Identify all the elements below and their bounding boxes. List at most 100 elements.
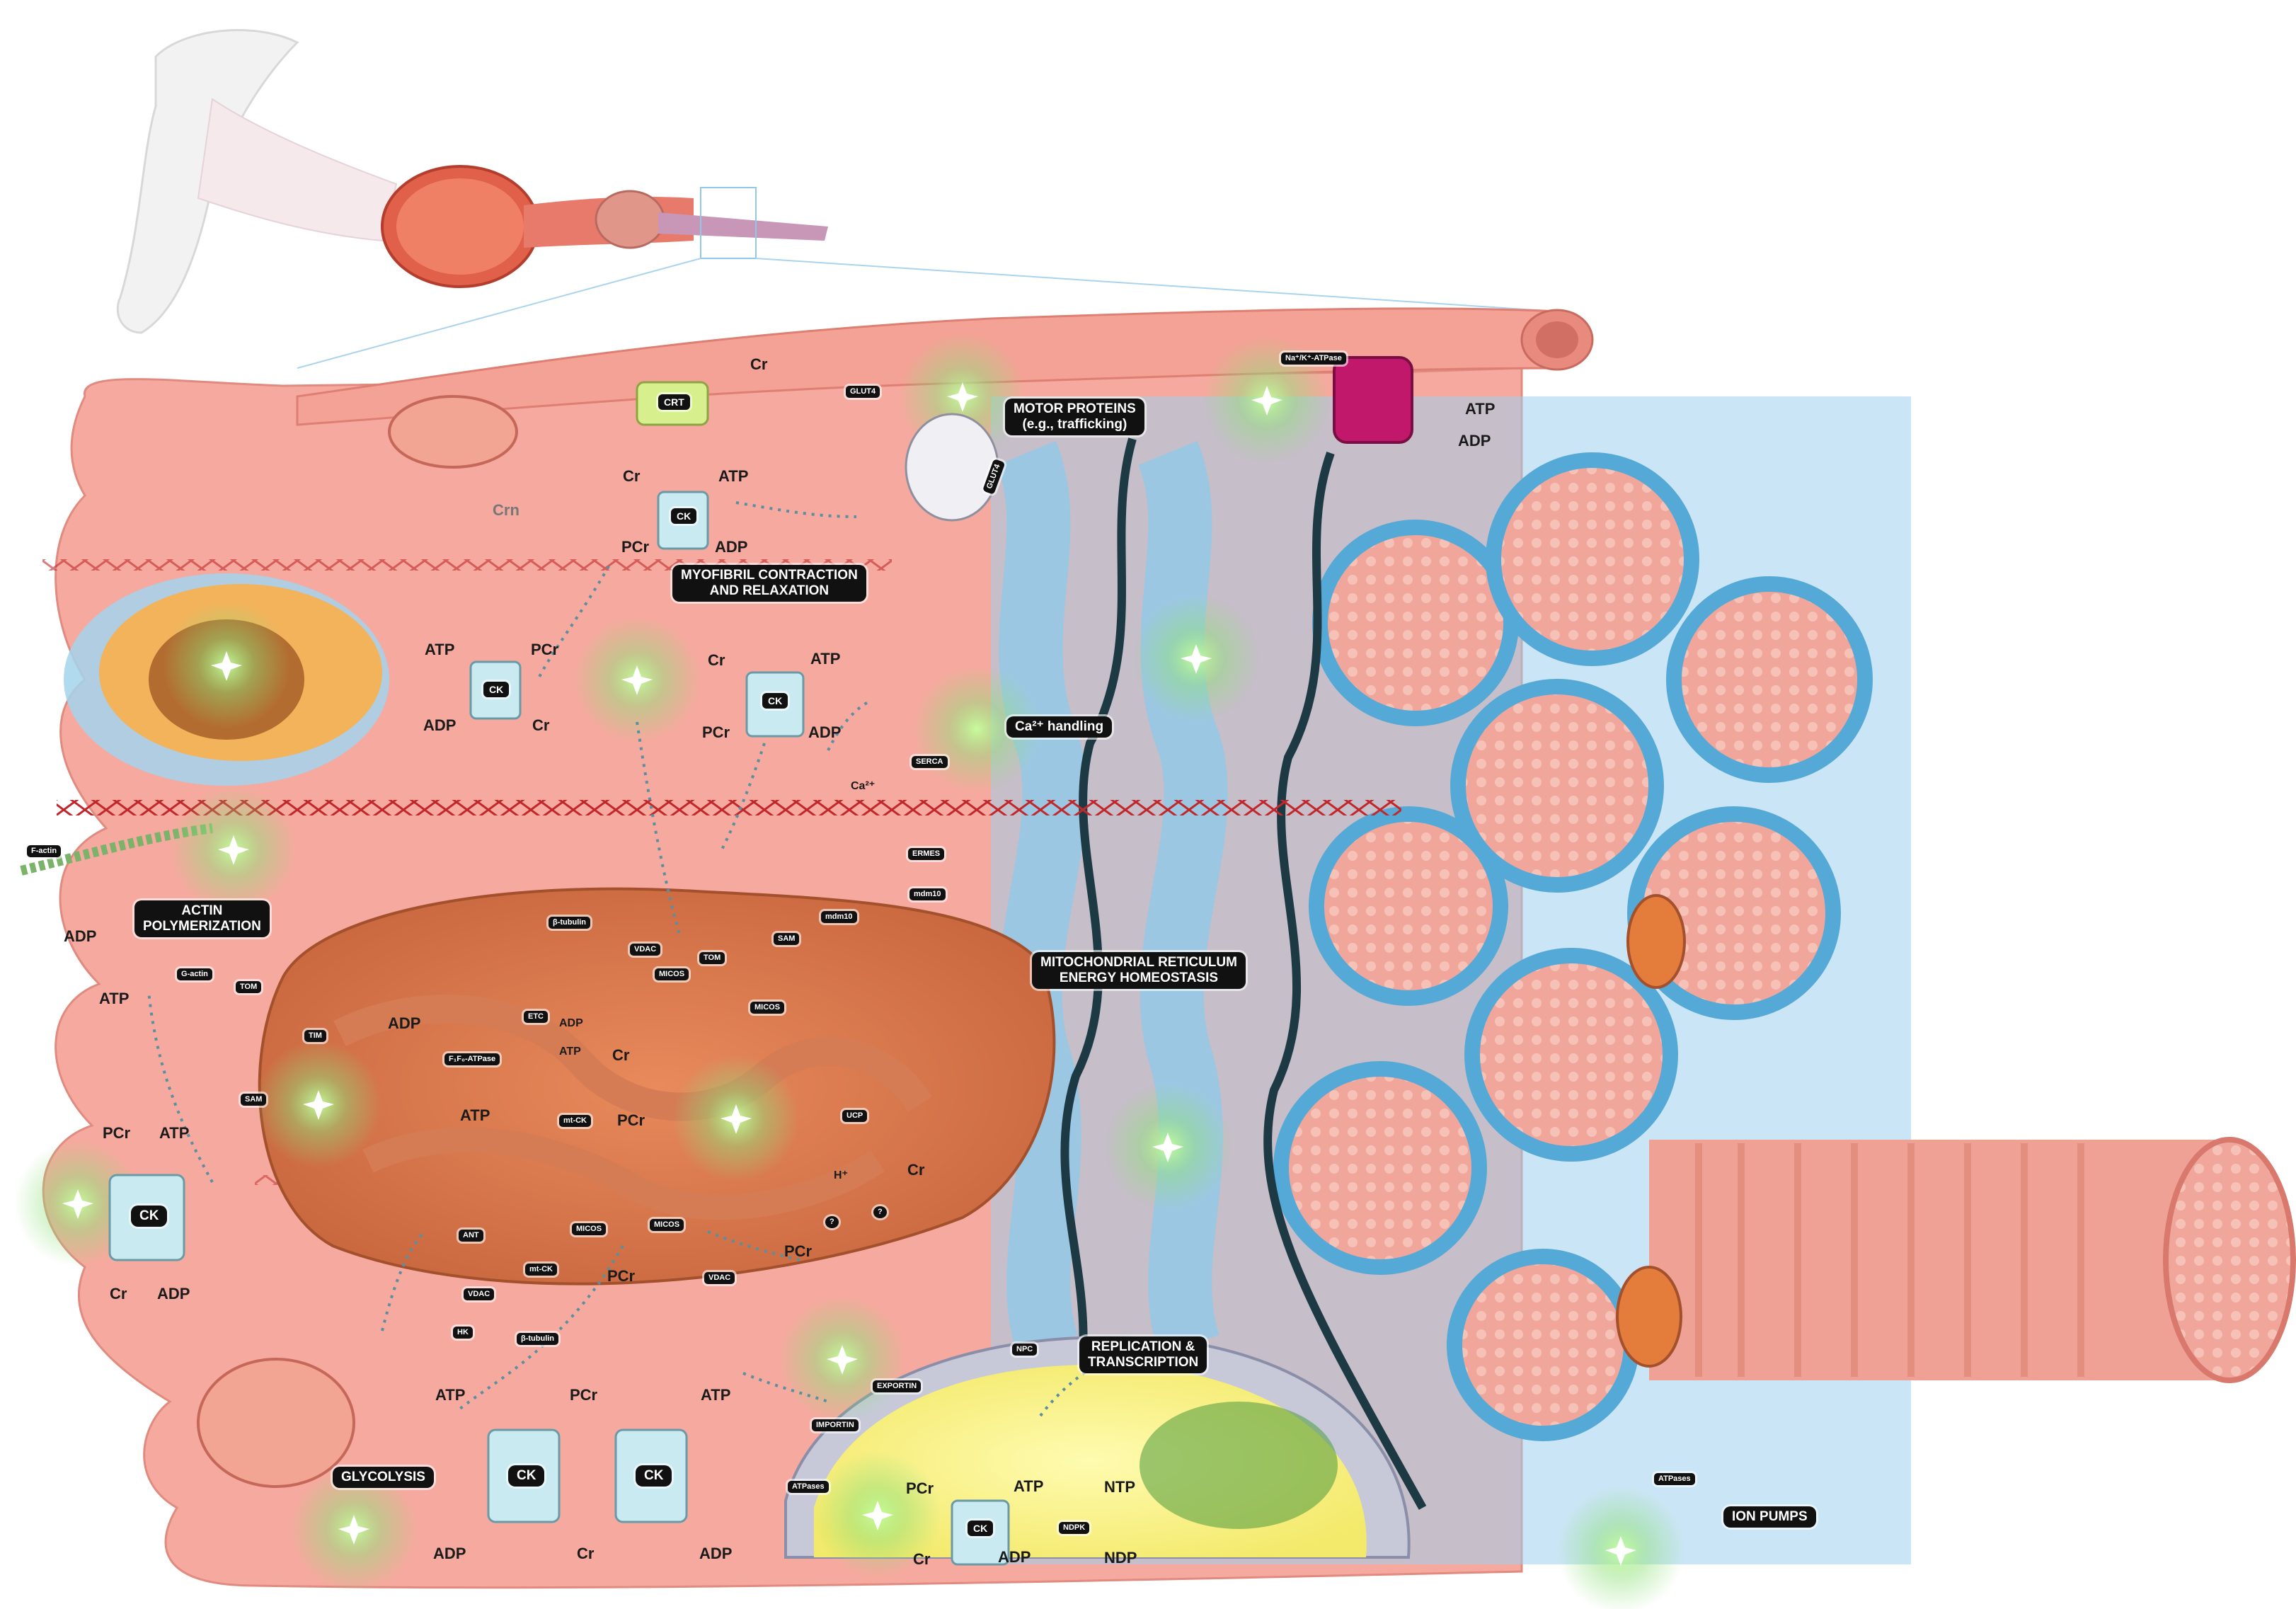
metabolite-ntp: NTP <box>1104 1478 1135 1496</box>
mito-line1: MITOCHONDRIAL RETICULUM <box>1040 955 1237 970</box>
actin-polymerization-label: ACTIN POLYMERIZATION <box>134 900 270 937</box>
metabolite-atp-mtck: ATP <box>460 1106 490 1124</box>
metabolite-adp-ck5: ADP <box>699 1545 733 1562</box>
ucp-tag: UCP <box>842 1110 868 1122</box>
metabolite-adp-actin: ADP <box>64 927 97 945</box>
metabolite-atp-ck2: ATP <box>425 641 455 658</box>
metabolite-adp-nak: ADP <box>1458 432 1491 450</box>
metabolite-cr-big: Cr <box>110 1285 127 1302</box>
small-mitochondria <box>197 395 1686 1488</box>
arm-illustration <box>116 29 1558 369</box>
sam-tag-top: SAM <box>774 933 800 945</box>
f-actin-tag: F-actin <box>27 845 62 857</box>
ck-enzyme-shapes <box>108 491 1010 1566</box>
metabolite-atp-big: ATP <box>159 1124 190 1142</box>
actin-line1: ACTIN <box>181 903 223 918</box>
replication-label: REPLICATION & TRANSCRIPTION <box>1079 1336 1207 1373</box>
question-tag-2: ? <box>873 1206 887 1218</box>
metabolite-cr-mtck: Cr <box>612 1046 630 1064</box>
mt-ck-tag-1: mt-CK <box>559 1115 591 1127</box>
tom-tag-left: TOM <box>236 981 262 993</box>
metabolite-crn: Crn <box>493 501 520 519</box>
metabolite-atp-glyc: ATP <box>435 1386 466 1404</box>
metabolite-pcr-ck3: PCr <box>702 723 730 741</box>
metabolite-atp-ck5: ATP <box>701 1386 731 1404</box>
metabolite-ca-ion: Ca²⁺ <box>851 780 876 792</box>
tom-tag-top: TOM <box>699 952 725 964</box>
mt-ck-tag-2: mt-CK <box>525 1264 557 1276</box>
ion-pumps-label: ION PUMPS <box>1723 1506 1816 1528</box>
mitochondrial-reticulum-label: MITOCHONDRIAL RETICULUM ENERGY HOMEOSTAS… <box>1032 952 1246 989</box>
metabolite-h-plus: H⁺ <box>834 1169 848 1181</box>
metabolite-atp-ck-top: ATP <box>718 467 749 485</box>
metabolite-atp-nak: ATP <box>1465 400 1496 418</box>
glycolysis-label: GLYCOLYSIS <box>333 1467 434 1488</box>
question-tag-1: ? <box>825 1216 839 1228</box>
metabolite-adp-glyc: ADP <box>433 1545 466 1562</box>
metabolite-adp-etc: ADP <box>388 1014 421 1032</box>
ck-label-big-left: CK <box>131 1206 168 1227</box>
metabolite-pcr-ck4: PCr <box>570 1386 598 1404</box>
ck-label-left-mid: CK <box>483 682 510 698</box>
motor-proteins-line1: MOTOR PROTEINS <box>1014 401 1136 416</box>
metabolite-adp-ck-top: ADP <box>715 538 748 556</box>
metabolite-cr-ck3: Cr <box>708 651 725 669</box>
metabolite-cr-ck-top: Cr <box>623 467 641 485</box>
metabolite-cr-ck2: Cr <box>532 716 550 734</box>
metabolite-adp-ck3: ADP <box>808 723 842 741</box>
metabolite-cr-top: Cr <box>750 355 768 373</box>
motor-proteins-label: MOTOR PROTEINS (e.g., trafficking) <box>1005 399 1144 435</box>
glut4-tag: GLUT4 <box>846 386 880 398</box>
mitochondrion-main <box>258 887 1056 1286</box>
metabolite-adp-nuc: ADP <box>998 1548 1031 1566</box>
serca-tag: SERCA <box>912 756 948 768</box>
motor-proteins-line2: (e.g., trafficking) <box>1022 416 1127 432</box>
metabolite-adp-big: ADP <box>157 1285 190 1302</box>
mdm10-tag-a: mdm10 <box>909 888 946 900</box>
metabolite-pcr-mtck: PCr <box>617 1111 645 1129</box>
vdac-tag-bottom-2: VDAC <box>704 1272 735 1284</box>
micos-tag-4: MICOS <box>650 1219 684 1231</box>
crt-tag: CRT <box>658 394 690 411</box>
metabolite-pcr-ck-top: PCr <box>621 538 650 556</box>
f1fo-atpase-tag: F₁F₀-ATPase <box>444 1053 500 1065</box>
metabolite-cr-right: Cr <box>907 1161 925 1179</box>
ck-label-nucleus: CK <box>968 1521 994 1537</box>
ck-label-mid: CK <box>762 693 788 709</box>
beta-tubulin-tag-top: β-tubulin <box>549 917 591 929</box>
atpases-tag-right: ATPases <box>1654 1473 1695 1485</box>
ermes-tag: ERMES <box>908 848 945 860</box>
mdm10-tag-b: mdm10 <box>821 911 857 923</box>
metabolite-cr-ck4: Cr <box>577 1545 595 1562</box>
ndpk-tag: NDPK <box>1059 1522 1090 1534</box>
replication-line1: REPLICATION & <box>1091 1339 1195 1354</box>
exportin-tag: EXPORTIN <box>873 1380 922 1392</box>
vdac-tag-top: VDAC <box>630 944 661 956</box>
g-actin-tag: G-actin <box>177 968 212 980</box>
hk-tag: HK <box>453 1327 473 1339</box>
actin-line2: POLYMERIZATION <box>143 918 261 934</box>
metabolite-adp-small: ADP <box>559 1017 583 1029</box>
sparkle-stars <box>62 382 1636 1566</box>
metabolite-atp-actin: ATP <box>99 990 130 1007</box>
beta-tubulin-tag-bottom: β-tubulin <box>517 1333 559 1345</box>
ca-handling-label: Ca²⁺ handling <box>1006 716 1113 738</box>
metabolite-pcr-vdac: PCr <box>607 1267 636 1285</box>
metabolite-atp-nuc: ATP <box>1014 1477 1044 1495</box>
atpases-tag-left: ATPases <box>788 1481 829 1493</box>
metabolite-ndp: NDP <box>1104 1549 1137 1567</box>
metabolite-cr-nuc: Cr <box>913 1550 931 1568</box>
ant-tag: ANT <box>459 1230 483 1242</box>
micos-tag-1: MICOS <box>655 968 689 980</box>
transporter-shapes <box>636 356 1413 522</box>
metabolite-pcr-nuc: PCr <box>906 1479 934 1497</box>
metabolite-atp-ck3: ATP <box>810 650 841 668</box>
myofibril-line1: MYOFIBRIL CONTRACTION <box>681 568 858 583</box>
tim-tag-left: TIM <box>304 1030 326 1042</box>
micos-tag-3: MICOS <box>572 1223 607 1235</box>
metabolite-atp-small: ATP <box>559 1046 581 1058</box>
metabolite-pcr-ck2: PCr <box>531 641 559 658</box>
mito-line2: ENERGY HOMEOSTASIS <box>1059 970 1219 985</box>
replication-line2: TRANSCRIPTION <box>1088 1354 1199 1370</box>
